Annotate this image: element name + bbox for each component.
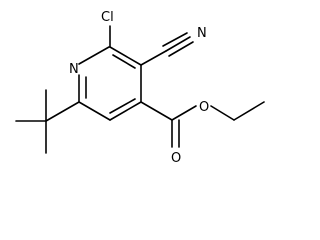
bond-triple-2 [162, 32, 188, 47]
ring-nitrogen-label: N [69, 62, 79, 77]
bond-c6-quaternary [45, 101, 80, 122]
nitrile-group [140, 32, 194, 66]
bond-c3-cn [140, 50, 167, 66]
chemical-structure-diagram: N Cl N O O [15, 10, 265, 166]
bond-triple-3 [168, 41, 194, 57]
bond-triple-1 [165, 36, 191, 52]
pyridine-ring [78, 46, 142, 121]
bond-c4-carbonyl [140, 101, 173, 121]
tert-butyl-group [15, 89, 80, 154]
bond-n1-c2 [78, 46, 110, 65]
bond-ester-o-ch2 [210, 105, 235, 121]
nitrile-nitrogen-label: N [197, 26, 207, 41]
bond-c2-c3 [109, 46, 142, 66]
bond-c5-c6 [78, 101, 111, 121]
bond-carbonyl-ester-o [171, 105, 197, 121]
bond-c4-c5 [109, 101, 142, 121]
carbonyl-oxygen-label: O [171, 151, 181, 166]
ethyl-ester-group [140, 101, 265, 148]
bond-c4-c5-inner [109, 98, 136, 114]
chlorine-label: Cl [101, 10, 114, 25]
ester-oxygen-label: O [199, 100, 209, 115]
bond-ch2-ch3 [233, 101, 265, 121]
bond-c2-c3-inner [112, 54, 136, 69]
